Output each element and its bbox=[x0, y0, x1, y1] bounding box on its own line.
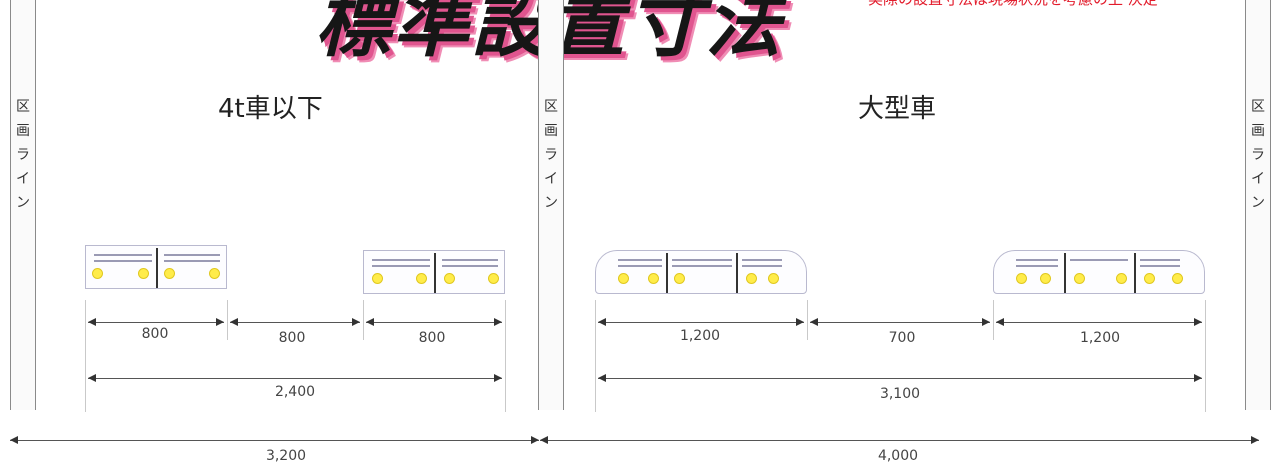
dimension-line bbox=[230, 318, 360, 326]
dimension-label: 2,400 bbox=[274, 384, 316, 400]
wheel-icon bbox=[209, 268, 220, 279]
wheel-icon bbox=[444, 273, 455, 284]
dimension-label: 800 bbox=[418, 330, 446, 346]
dimension-line-bottom bbox=[10, 436, 539, 444]
section-title-large: 大型車 bbox=[858, 94, 937, 124]
dimension-label: 1,200 bbox=[1079, 330, 1121, 346]
guide-line bbox=[363, 300, 364, 340]
wheel-icon bbox=[1040, 273, 1051, 284]
guide-line bbox=[1205, 300, 1206, 412]
dimension-line bbox=[366, 318, 502, 326]
section-line-middle: 区 画 ラ イ ン bbox=[538, 0, 564, 410]
section-line-label: 区 画 ラ イ ン bbox=[1251, 99, 1265, 211]
dimension-line bbox=[88, 318, 224, 326]
guide-line bbox=[85, 300, 86, 412]
wheel-icon bbox=[1074, 273, 1085, 284]
guide-line bbox=[595, 300, 596, 412]
guide-line bbox=[505, 300, 506, 412]
wheel-icon bbox=[1116, 273, 1127, 284]
guide-line bbox=[993, 300, 994, 340]
wheel-icon bbox=[746, 273, 757, 284]
wheel-icon bbox=[648, 273, 659, 284]
wheel-icon bbox=[164, 268, 175, 279]
guide-line bbox=[807, 300, 808, 340]
wheel-icon bbox=[768, 273, 779, 284]
dimension-line bbox=[598, 318, 804, 326]
dimension-line bbox=[996, 318, 1202, 326]
wheel-icon bbox=[138, 268, 149, 279]
dimension-label: 700 bbox=[888, 330, 916, 346]
wheel-icon bbox=[1172, 273, 1183, 284]
section-line-right: 区 画 ラ イ ン bbox=[1245, 0, 1271, 410]
wheel-icon bbox=[488, 273, 499, 284]
truck-small-right bbox=[363, 250, 505, 294]
dimension-line-bottom bbox=[540, 436, 1259, 444]
wheel-icon bbox=[1016, 273, 1027, 284]
guide-line bbox=[227, 300, 228, 340]
wheel-icon bbox=[1144, 273, 1155, 284]
wheel-icon bbox=[92, 268, 103, 279]
truck-large-right bbox=[993, 250, 1205, 294]
installation-note: 実際の設置寸法は現場状況を考慮の上 決定 bbox=[868, 0, 1158, 9]
truck-large-left bbox=[595, 250, 807, 294]
dimension-label: 4,000 bbox=[877, 448, 919, 464]
wheel-icon bbox=[618, 273, 629, 284]
truck-small-left bbox=[85, 245, 227, 289]
dimension-label: 1,200 bbox=[679, 328, 721, 344]
dimension-label: 3,200 bbox=[265, 448, 307, 464]
section-line-left: 区 画 ラ イ ン bbox=[10, 0, 36, 410]
page-title: 標準設置寸法 bbox=[315, 0, 875, 68]
section-line-label: 区 画 ラ イ ン bbox=[16, 99, 30, 211]
wheel-icon bbox=[674, 273, 685, 284]
dimension-line-total bbox=[598, 374, 1202, 382]
dimension-label: 800 bbox=[141, 326, 169, 342]
dimension-line-total bbox=[88, 374, 502, 382]
section-line-label: 区 画 ラ イ ン bbox=[544, 99, 558, 211]
wheel-icon bbox=[416, 273, 427, 284]
dimension-line bbox=[810, 318, 990, 326]
dimension-label: 3,100 bbox=[879, 386, 921, 402]
wheel-icon bbox=[372, 273, 383, 284]
section-title-small: 4t車以下 bbox=[218, 94, 323, 124]
dimension-label: 800 bbox=[278, 330, 306, 346]
